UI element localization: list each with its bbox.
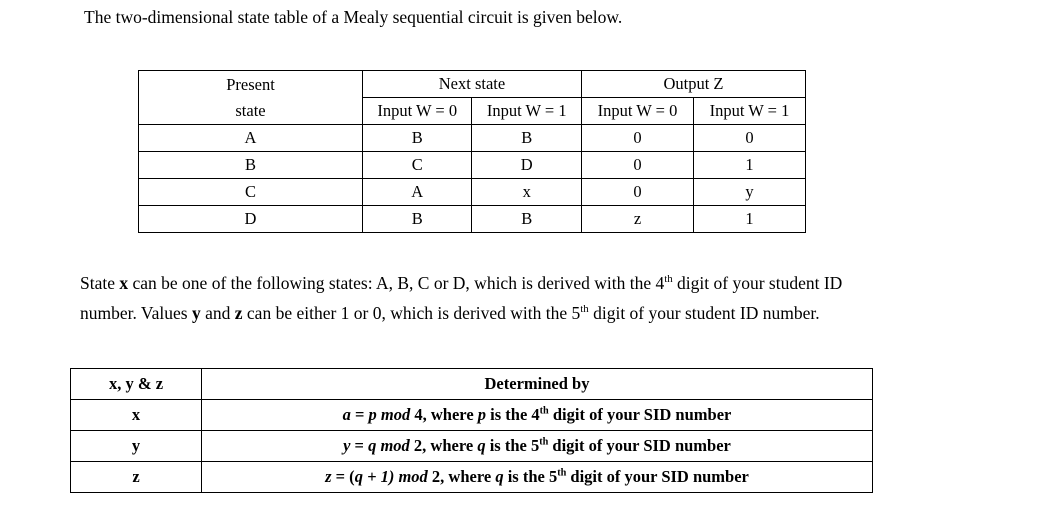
explanatory-paragraph: State x can be one of the following stat… <box>80 268 880 328</box>
para-text-4: and <box>200 303 235 323</box>
cell-next-w0: C <box>361 151 473 179</box>
formula-tail-post: digit of your SID number <box>566 467 749 486</box>
formula-mod: mod <box>376 436 410 455</box>
cell-out-w1: 1 <box>692 205 807 233</box>
formula-eq: = <box>350 405 369 424</box>
det-row: x a = p mod 4, where p is the 4th digit … <box>70 399 873 431</box>
formula-modulus: 4, where <box>410 405 478 424</box>
det-row-label-y: y <box>70 430 202 462</box>
header-next-state: Next state <box>361 70 582 98</box>
det-header-determined-by: Determined by <box>201 368 873 400</box>
para-text-1: State <box>80 273 120 293</box>
para-text-5: can be either 1 or 0, which is derived w… <box>242 303 581 323</box>
formula-lhs: z <box>325 467 332 486</box>
formula-mod: + 1) mod <box>362 467 428 486</box>
formula-sup: th <box>539 436 549 448</box>
formula-where-var: q <box>495 467 504 486</box>
det-row-formula-x: a = p mod 4, where p is the 4th digit of… <box>201 399 873 431</box>
formula-eq: = <box>350 436 369 455</box>
cell-out-w1: 1 <box>692 151 807 179</box>
table-header-row-top: Present state Next state Output Z <box>138 70 807 125</box>
para-var-y: y <box>191 303 201 323</box>
header-present-state-line2: state <box>235 100 266 120</box>
cell-present-state: D <box>138 205 363 233</box>
det-row-label-x: x <box>70 399 202 431</box>
header-output-z: Output Z <box>580 70 807 98</box>
cell-present-state: C <box>138 178 363 206</box>
formula-modulus: 2, where <box>409 436 478 455</box>
table-row: C A x 0 y <box>138 178 807 206</box>
det-row-label-z: z <box>70 461 202 493</box>
para-text-2: can be one of the following states: A, B… <box>128 273 665 293</box>
cell-next-w1: B <box>471 124 582 152</box>
formula-rhs-var: q <box>354 467 363 486</box>
para-var-x: x <box>119 273 129 293</box>
header-present-state-line1: Present <box>226 74 275 94</box>
formula-lhs: y <box>343 436 351 455</box>
formula-tail-post: digit of your SID number <box>548 405 732 424</box>
formula-tail-post: digit of your SID number <box>548 436 731 455</box>
para-sup-2: th <box>580 303 589 316</box>
mealy-state-table: Present state Next state Output Z Input … <box>138 70 807 233</box>
cell-out-w1-variable-y: y <box>692 178 807 206</box>
det-row: y y = q mod 2, where q is the 5th digit … <box>70 430 873 462</box>
table-row: A B B 0 0 <box>138 124 807 152</box>
formula-eq: = ( <box>331 467 355 486</box>
cell-next-w1: B <box>471 205 582 233</box>
cell-out-w0: 0 <box>580 151 694 179</box>
formula-rhs-var: q <box>368 436 377 455</box>
formula-mod: mod <box>376 405 411 424</box>
cell-next-w1: D <box>471 151 582 179</box>
cell-present-state: A <box>138 124 363 152</box>
cell-next-w0: A <box>361 178 473 206</box>
formula-tail-pre: is the 5 <box>503 467 558 486</box>
header-next-w1: Input W = 1 <box>471 97 582 125</box>
det-row: z z = (q + 1) mod 2, where q is the 5th … <box>70 461 873 493</box>
header-next-w0: Input W = 0 <box>361 97 473 125</box>
determination-table: x, y & z Determined by x a = p mod 4, wh… <box>70 368 873 493</box>
cell-present-state: B <box>138 151 363 179</box>
formula-where-var: p <box>477 405 487 424</box>
para-text-6: digit of your student ID number. <box>588 303 820 323</box>
table-header-row-sub: Input W = 0 Input W = 1 Input W = 0 Inpu… <box>139 97 807 125</box>
formula-tail-pre: is the 4 <box>486 405 540 424</box>
para-var-z: z <box>234 303 243 323</box>
cell-out-w0: 0 <box>580 178 694 206</box>
formula-sup: th <box>539 405 549 417</box>
intro-sentence: The two-dimensional state table of a Mea… <box>84 7 623 27</box>
cell-next-w1-variable-x: x <box>471 178 582 206</box>
formula-tail-pre: is the 5 <box>485 436 540 455</box>
cell-out-w0: 0 <box>580 124 694 152</box>
det-header-variables: x, y & z <box>70 368 202 400</box>
header-out-w0: Input W = 0 <box>580 97 694 125</box>
formula-rhs-var: p <box>368 405 377 424</box>
det-row-formula-y: y = q mod 2, where q is the 5th digit of… <box>201 430 873 462</box>
cell-out-w0-variable-z: z <box>580 205 694 233</box>
formula-modulus: 2, where <box>427 467 496 486</box>
det-header-row: x, y & z Determined by <box>70 368 873 400</box>
table-row: D B B z 1 <box>138 205 807 233</box>
cell-next-w0: B <box>361 124 473 152</box>
header-out-w1: Input W = 1 <box>692 97 807 125</box>
table-row: B C D 0 1 <box>138 151 807 179</box>
para-sup-1: th <box>664 273 673 286</box>
formula-lhs: a <box>342 405 351 424</box>
header-present-state: Present state <box>138 70 363 125</box>
det-row-formula-z: z = (q + 1) mod 2, where q is the 5th di… <box>201 461 873 493</box>
formula-sup: th <box>557 467 567 479</box>
cell-out-w1: 0 <box>692 124 807 152</box>
cell-next-w0: B <box>361 205 473 233</box>
para-text-3: digit of your student ID number. Values <box>80 273 843 323</box>
formula-where-var: q <box>477 436 486 455</box>
